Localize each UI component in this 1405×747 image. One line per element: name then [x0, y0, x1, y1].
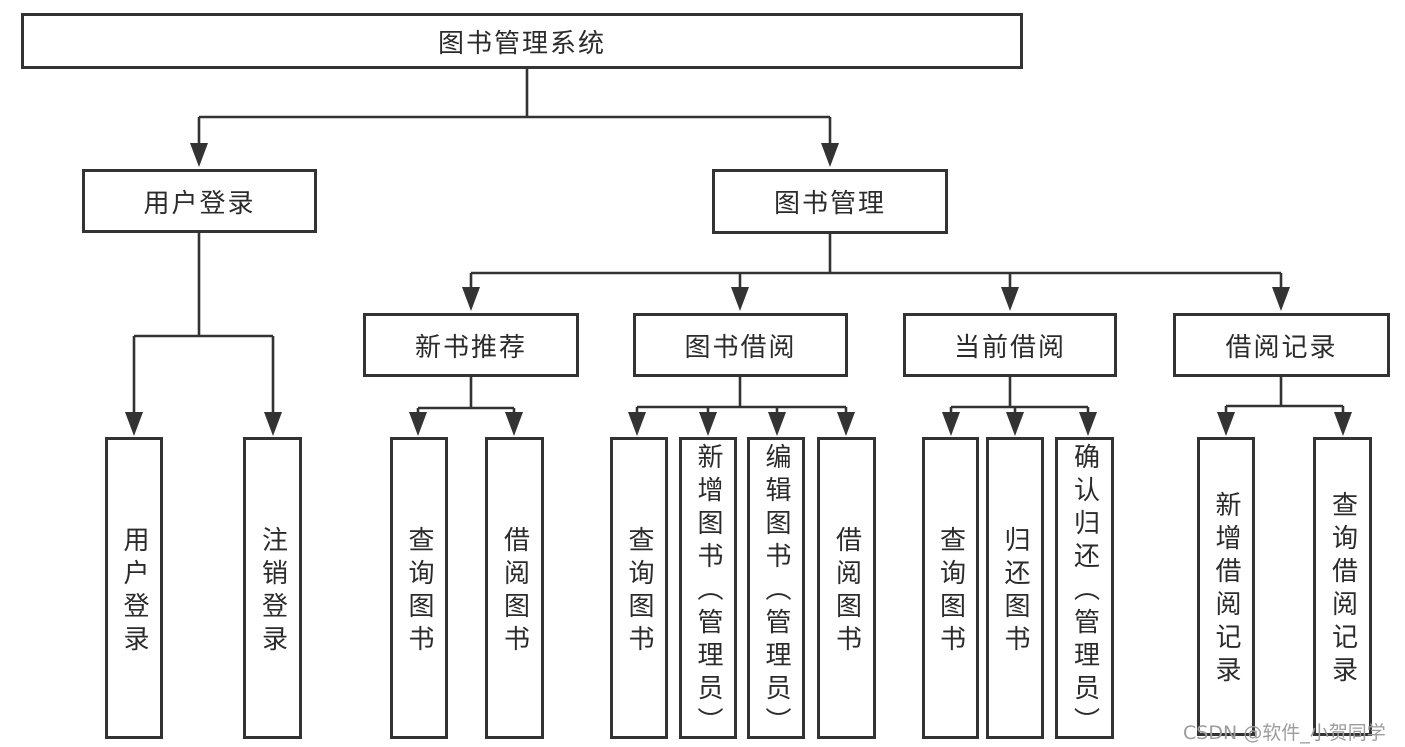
- node-book-borrow-label: 图书借阅: [684, 332, 797, 363]
- leaf-borrow-borrow-books: 借阅图书: [817, 437, 876, 739]
- leaf-borrow-add-books-admin: 新增图书（管理员）: [679, 437, 737, 739]
- node-borrow-records-label: 借阅记录: [1225, 332, 1338, 363]
- node-root: 图书管理系统: [21, 13, 1023, 69]
- leaf-newbook-borrow-books: 借阅图书: [485, 437, 544, 739]
- node-user-login-label: 用户登录: [143, 188, 256, 219]
- node-root-label: 图书管理系统: [437, 28, 606, 59]
- leaf-current-query-books: 查询图书: [922, 437, 979, 739]
- leaf-records-add-record: 新增借阅记录: [1197, 437, 1255, 736]
- csdn-watermark: CSDN @软件_小贺同学: [1183, 722, 1386, 744]
- leaf-records-query-record: 查询借阅记录: [1313, 437, 1372, 736]
- leaf-logout-login: 注销登录: [243, 437, 302, 739]
- node-user-login: 用户登录: [82, 169, 317, 233]
- leaf-newbook-query-books: 查询图书: [390, 437, 448, 739]
- node-new-book-rec: 新书推荐: [363, 313, 579, 377]
- leaf-current-return-books: 归还图书: [986, 437, 1044, 739]
- node-book-borrow: 图书借阅: [633, 313, 848, 377]
- node-current-borrow: 当前借阅: [903, 313, 1117, 377]
- node-book-mgmt-label: 图书管理: [773, 189, 886, 219]
- leaf-borrow-query-books: 查询图书: [610, 437, 668, 739]
- node-borrow-records: 借阅记录: [1173, 313, 1390, 377]
- leaf-user-login: 用户登录: [105, 437, 163, 739]
- node-current-borrow-label: 当前借阅: [953, 332, 1066, 363]
- leaf-current-confirm-return-admin: 确认归还（管理员）: [1055, 437, 1114, 739]
- node-new-book-rec-label: 新书推荐: [414, 332, 527, 363]
- leaf-borrow-edit-books-admin: 编辑图书（管理员）: [747, 437, 805, 739]
- node-book-mgmt: 图书管理: [712, 169, 948, 234]
